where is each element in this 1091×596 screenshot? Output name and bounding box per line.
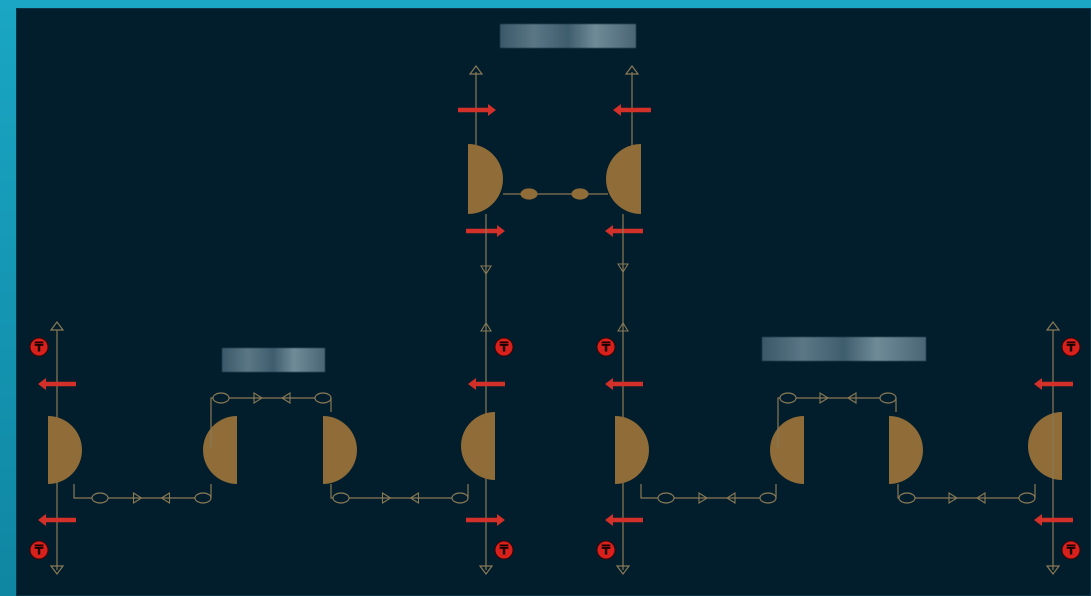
flow-arrow-head	[613, 104, 621, 116]
alarm-badge-symbol: ₸	[1066, 341, 1075, 356]
terminal-arrow-down	[478, 565, 494, 575]
alarm-badge-icon	[1061, 540, 1081, 560]
flow-marker-left	[846, 392, 857, 404]
flow-arrow-head	[38, 378, 46, 390]
flow-arrow-head	[38, 514, 46, 526]
terminal-arrow-up	[468, 65, 484, 75]
flow-arrow-head	[605, 378, 613, 390]
node-half-disc	[323, 416, 357, 484]
flow-arrow-head	[605, 225, 613, 237]
flow-marker-right	[381, 492, 392, 504]
alarm-badge-symbol: ₸	[499, 544, 508, 559]
coupler	[657, 492, 675, 504]
coupler-filled	[571, 188, 589, 200]
coupler	[898, 492, 916, 504]
flow-marker-up	[480, 321, 492, 332]
flow-arrow-head	[468, 378, 476, 390]
connector-line	[897, 484, 899, 499]
alarm-badge-symbol: ₸	[499, 341, 508, 356]
node-half-disc	[1028, 412, 1062, 480]
coupler	[779, 392, 797, 404]
node-half-disc	[889, 416, 923, 484]
terminal-arrow-up	[624, 65, 640, 75]
flow-marker-left	[409, 492, 420, 504]
coupler	[879, 392, 897, 404]
flow-marker-left	[975, 492, 986, 504]
connector-line	[640, 484, 658, 499]
alarm-badge-symbol: ₸	[34, 544, 43, 559]
flow-marker-right	[253, 392, 264, 404]
coupler	[759, 492, 777, 504]
coupler	[314, 392, 332, 404]
left-group-label	[222, 348, 325, 372]
terminal-arrow-up	[1045, 321, 1061, 331]
terminal-arrow-down	[1045, 565, 1061, 575]
alarm-badge-symbol: ₸	[34, 341, 43, 356]
flow-marker-right	[819, 392, 830, 404]
right-group-label	[762, 337, 926, 361]
coupler	[1018, 492, 1036, 504]
flow-marker-right	[132, 492, 143, 504]
alarm-badge-icon	[1061, 337, 1081, 357]
coupler	[194, 492, 212, 504]
alarm-badge-icon	[29, 337, 49, 357]
top-group-label	[500, 24, 636, 48]
coupler	[332, 492, 350, 504]
alarm-badge-symbol: ₸	[1066, 544, 1075, 559]
flow-marker-up	[617, 321, 629, 332]
flow-marker-left	[280, 392, 291, 404]
node-half-disc	[203, 416, 237, 484]
alarm-badge-icon	[494, 540, 514, 560]
flow-arrow-head	[1034, 378, 1042, 390]
alarm-badge-symbol: ₸	[601, 544, 610, 559]
coupler	[212, 392, 230, 404]
alarm-badge-symbol: ₸	[601, 341, 610, 356]
alarm-badge-icon	[596, 337, 616, 357]
node-half-disc	[468, 144, 503, 214]
terminal-arrow-up	[49, 321, 65, 331]
flow-arrow-head	[605, 514, 613, 526]
node-half-disc	[615, 416, 649, 484]
flow-marker-down	[480, 265, 492, 276]
terminal-arrow-down	[615, 565, 631, 575]
node-half-disc	[606, 144, 641, 214]
connector-line	[73, 484, 92, 499]
alarm-badge-icon	[596, 540, 616, 560]
connector-line	[210, 397, 213, 448]
flow-arrow-head	[497, 225, 505, 237]
alarm-badge-icon	[29, 540, 49, 560]
coupler	[451, 492, 469, 504]
connector-line	[330, 484, 333, 499]
flow-marker-left	[160, 492, 171, 504]
flow-marker-down	[617, 263, 629, 274]
connector-line	[777, 397, 780, 448]
terminal-arrow-down	[49, 565, 65, 575]
flow-arrow-head	[488, 104, 496, 116]
node-half-disc	[48, 416, 82, 484]
node-half-disc	[461, 412, 495, 480]
flow-marker-right	[698, 492, 709, 504]
flow-marker-left	[725, 492, 736, 504]
coupler-filled	[520, 188, 538, 200]
alarm-badge-icon	[494, 337, 514, 357]
coupler	[91, 492, 109, 504]
node-half-disc	[770, 416, 804, 484]
flow-arrow-head	[497, 514, 505, 526]
flow-marker-right	[948, 492, 959, 504]
flow-arrow-head	[1034, 514, 1042, 526]
